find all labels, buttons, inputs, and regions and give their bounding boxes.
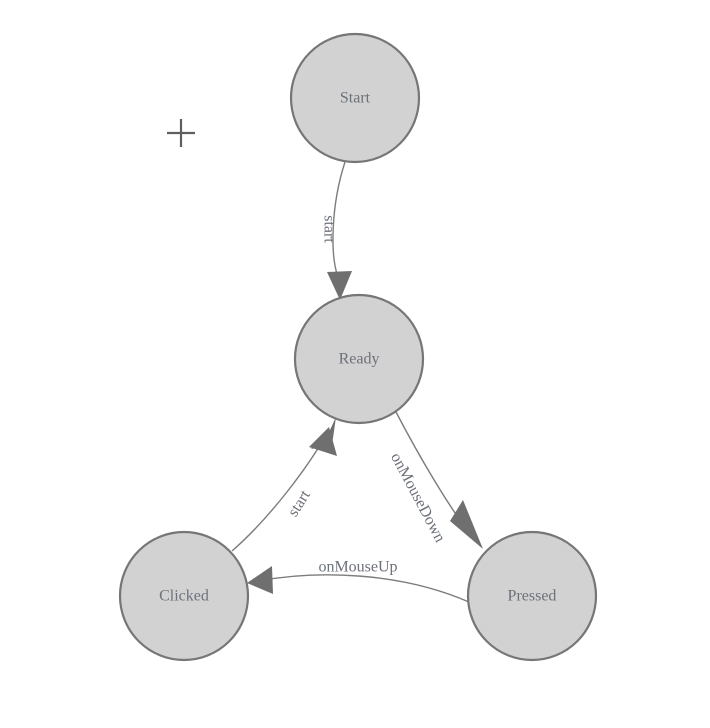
edge-ready-to-pressed[interactable]: onMouseDown <box>387 411 483 549</box>
edge-label-clicked-to-ready: start <box>285 487 314 520</box>
arrowhead-into-clicked <box>247 566 273 594</box>
node-label-pressed: Pressed <box>508 588 557 605</box>
edge-start-to-ready[interactable]: start <box>320 161 352 300</box>
edge-label-start-to-ready: start <box>320 215 337 243</box>
node-label-ready: Ready <box>339 351 380 368</box>
node-start[interactable]: Start <box>289 32 421 164</box>
node-circle-start <box>289 32 421 164</box>
edge-clicked-to-ready[interactable]: start <box>231 417 337 552</box>
arrowhead-into-pressed <box>450 500 483 549</box>
node-clicked[interactable]: Clicked <box>118 530 250 662</box>
arrowhead-into-ready-bottom-tri <box>309 427 337 456</box>
node-label-clicked: Clicked <box>159 588 209 605</box>
edge-path-clicked-to-ready <box>231 436 326 552</box>
edge-path-pressed-to-clicked <box>257 574 470 603</box>
edge-label-pressed-to-clicked: onMouseUp <box>318 559 397 576</box>
node-label-start: Start <box>340 90 371 107</box>
edge-pressed-to-clicked[interactable]: onMouseUp <box>247 559 470 603</box>
edge-label-ready-to-pressed: onMouseDown <box>387 450 448 545</box>
plus-crosshair-marker[interactable] <box>167 119 195 147</box>
edge-path-start-to-ready <box>332 161 346 278</box>
node-circle-ready <box>293 293 425 425</box>
node-ready[interactable]: Ready <box>293 293 425 425</box>
arrowhead-into-ready-top <box>327 271 352 300</box>
node-pressed[interactable]: Pressed <box>466 530 598 662</box>
node-circle-clicked <box>118 530 250 662</box>
node-circle-pressed <box>466 530 598 662</box>
